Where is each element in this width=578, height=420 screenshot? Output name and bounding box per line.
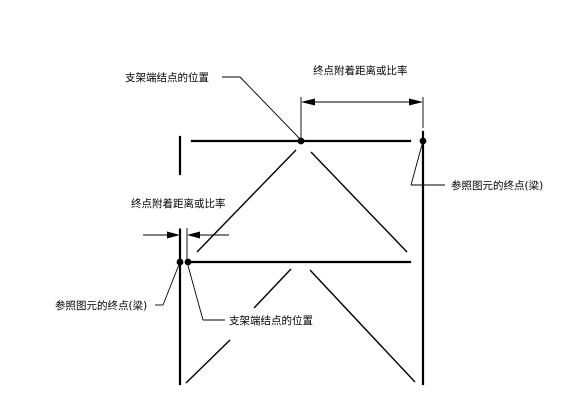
brace-endpoint-dot-left xyxy=(184,258,192,266)
leader-brace-end-bottom xyxy=(186,261,204,321)
leader-lines xyxy=(155,76,445,321)
brace-endpoint-dot-top xyxy=(297,137,305,145)
labels: 支架端结点的位置 终点附着距离或比率 参照图元的终点(梁) 终点附着距离或比率 … xyxy=(55,64,543,327)
label-ref-end-left: 参照图元的终点(梁) xyxy=(55,299,147,312)
brace-upper-right xyxy=(310,151,408,253)
brace-lower-left-b xyxy=(185,339,231,384)
label-offset-left: 终点附着距离或比率 xyxy=(131,197,226,210)
label-offset-top: 终点附着距离或比率 xyxy=(313,64,408,77)
endpoint-dots xyxy=(176,137,427,266)
arrowhead-top-right xyxy=(409,98,423,106)
arrowhead-left-b xyxy=(187,231,200,239)
brace-lower-right xyxy=(309,269,416,383)
dimension-top xyxy=(300,97,424,138)
leader-ref-end-right xyxy=(410,140,424,186)
leader-ref-end-left xyxy=(162,261,181,306)
leader-brace-end-top-diag xyxy=(239,76,302,141)
arrowhead-top-left xyxy=(301,98,315,106)
frame-members xyxy=(178,130,425,386)
brace-lower-left-a xyxy=(253,268,292,309)
arrowhead-left-a xyxy=(167,231,180,239)
reference-endpoint-dot-right xyxy=(419,137,427,145)
label-brace-end-top: 支架端结点的位置 xyxy=(125,71,209,84)
dimension-left xyxy=(143,228,229,259)
label-brace-end-bottom: 支架端结点的位置 xyxy=(229,314,313,327)
label-ref-end-right: 参照图元的终点(梁) xyxy=(451,179,543,192)
reference-endpoint-dot-left xyxy=(176,258,184,266)
braces xyxy=(185,149,416,384)
